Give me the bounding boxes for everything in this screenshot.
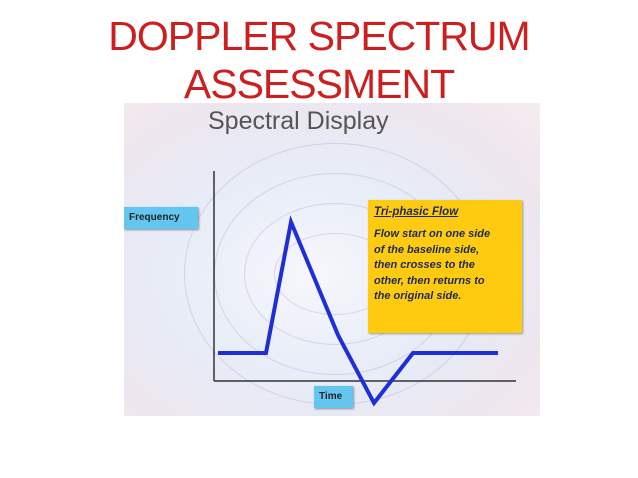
note-line: Flow start on one side bbox=[374, 228, 491, 240]
spectral-display-panel: Spectral Display Frequency Time Tri-phas… bbox=[124, 103, 540, 416]
note-line: then crosses to the bbox=[374, 259, 475, 271]
note-line: other, then returns to bbox=[374, 274, 485, 287]
note-line: the original side. bbox=[374, 290, 462, 302]
time-axis-label: Time bbox=[314, 386, 353, 408]
slide-title-line-1: DOPPLER SPECTRUM bbox=[108, 13, 530, 59]
spectral-waveform-diagram bbox=[213, 171, 516, 407]
triphasic-flow-note: Tri-phasic Flow Flow start on one side o… bbox=[368, 200, 522, 333]
note-line: of the baseline side, bbox=[374, 243, 480, 256]
triphasic-waveform-line bbox=[218, 215, 498, 407]
spectral-display-heading: Spectral Display bbox=[208, 107, 389, 135]
frequency-axis-label: Frequency bbox=[124, 207, 198, 229]
slide-title-line-2: ASSESSMENT bbox=[183, 61, 455, 107]
note-title: Tri-phasic Flow bbox=[374, 206, 459, 218]
